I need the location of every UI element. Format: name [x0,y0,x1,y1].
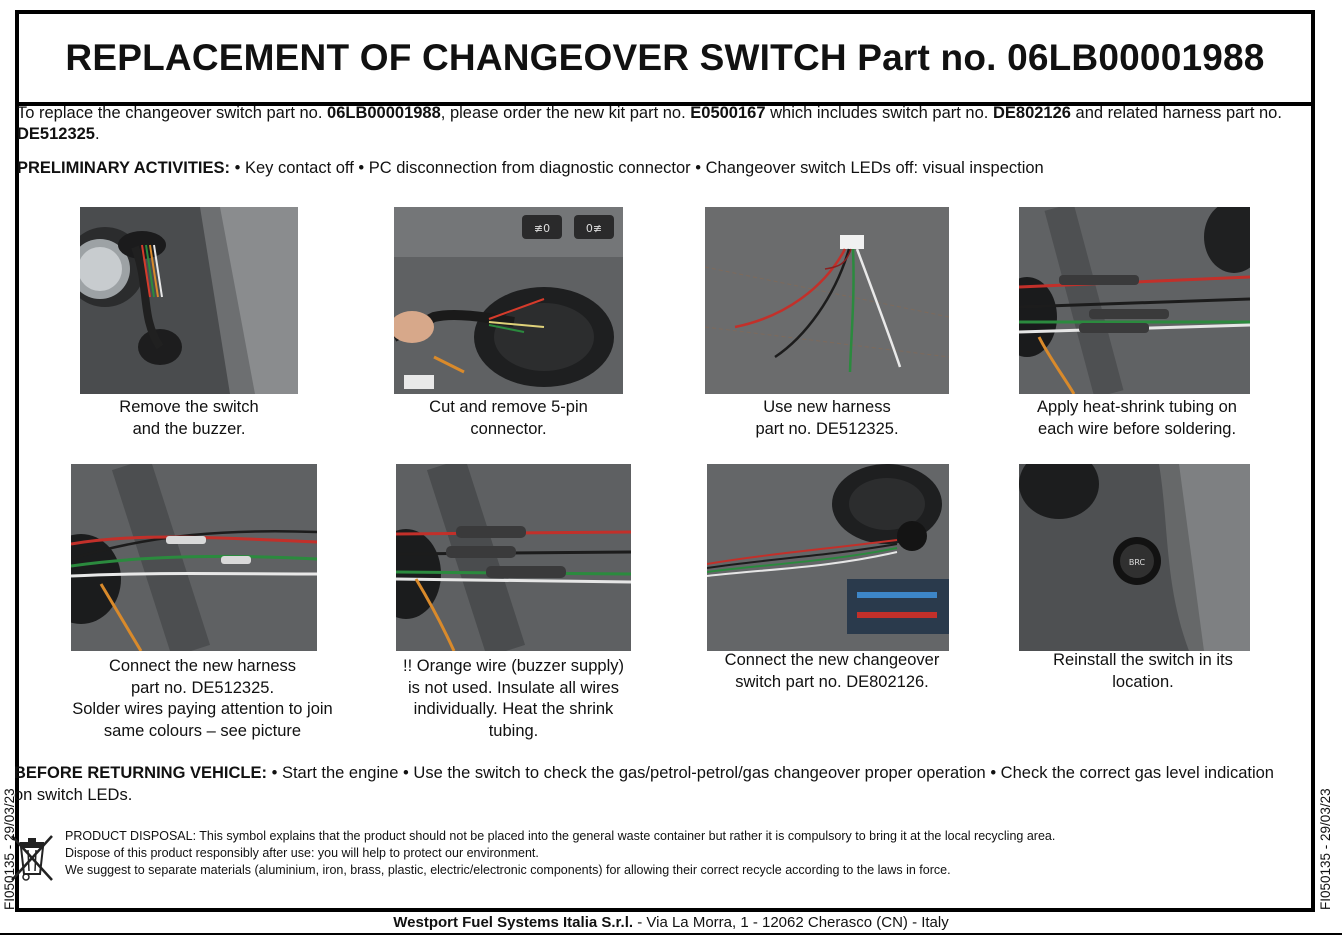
caption-line: part no. DE512325. [755,419,899,438]
disposal-line: We suggest to separate materials (alumin… [65,863,951,877]
step-4-caption: Apply heat-shrink tubing on each wire be… [1019,397,1255,440]
product-disposal: PRODUCT DISPOSAL: This symbol explains t… [8,828,1278,890]
step-2-caption: Cut and remove 5-pin connector. [394,397,623,440]
step-5-caption: Connect the new harness part no. DE51232… [50,656,355,742]
before-label: BEFORE RETURNING VEHICLE: [14,764,268,782]
footer-divider [0,933,1342,935]
step-6-caption: !! Orange wire (buzzer supply) is not us… [376,656,651,742]
caption-line: Cut and remove 5-pin [429,398,588,416]
caption-line: is not used. Insulate all wires [408,678,619,697]
caption-line: tubing. [488,721,539,740]
disposal-line: Dispose of this product responsibly afte… [65,846,539,860]
page-title: REPLACEMENT OF CHANGEOVER SWITCH Part no… [65,37,1265,78]
caption-line: connector. [470,419,547,438]
step-1-photo [80,207,298,394]
disposal-line: PRODUCT DISPOSAL: This symbol explains t… [65,829,1056,843]
brc-logo: BRC [1129,558,1146,567]
intro-text: . [94,125,100,143]
caption-line: same colours – see picture [103,721,302,740]
caption-line: Connect the new harness [108,657,297,675]
intro-text: which includes switch part no. [765,104,993,122]
old-part-number: 06LB00001988 [327,104,441,122]
step-5-photo [71,464,317,651]
disposal-text: PRODUCT DISPOSAL: This symbol explains t… [65,828,1055,879]
caption-line: and the buzzer. [132,419,246,438]
step-3-photo [705,207,949,394]
intro-paragraph: To replace the changeover switch part no… [17,103,1287,145]
caption-line: each wire before soldering. [1037,419,1237,438]
company-address: - Via La Morra, 1 - 12062 Cherasco (CN) … [633,914,949,931]
kit-part-number: E0500167 [690,104,766,122]
company-name: Westport Fuel Systems Italia S.r.l. [393,914,634,931]
intro-text: , please order the new kit part no. [440,104,691,122]
intro-text: and related harness part no. [1070,104,1282,122]
step-1-caption: Remove the switch and the buzzer. [80,397,298,440]
switch-part-number: DE802126 [992,104,1071,122]
step-2-photo: ≢0 0≢ [394,207,623,394]
caption-line: part no. DE512325. [130,678,275,697]
caption-line: location. [1112,672,1174,691]
preliminary-activities: PRELIMINARY ACTIVITIES: • Key contact of… [17,158,1287,179]
harness-part-number: DE512325 [17,125,95,143]
caption-line: Use new harness [763,398,891,416]
footer: Westport Fuel Systems Italia S.r.l. - Vi… [0,913,1342,933]
fog-light-left-symbol: ≢0 [534,222,550,235]
fog-light-right-symbol: 0≢ [586,222,602,235]
crossed-out-bin-icon [11,835,53,881]
step-8-photo: BRC [1019,464,1250,651]
step-3-caption: Use new harness part no. DE512325. [705,397,949,440]
caption-line: switch part no. DE802126. [735,672,929,691]
caption-line: !! Orange wire (buzzer supply) [402,657,624,675]
caption-line: Connect the new changeover [724,651,940,669]
before-text: • Start the engine • Use the switch to c… [14,764,1274,804]
preliminary-label: PRELIMINARY ACTIVITIES: [17,159,230,177]
intro-text: To replace the changeover switch part no… [17,104,328,122]
caption-line: Remove the switch [119,398,259,416]
step-7-photo [707,464,949,651]
preliminary-text: • Key contact off • PC disconnection fro… [230,159,1044,177]
doc-code-right: FI050135 - 29/03/23 [1318,788,1333,910]
caption-line: individually. Heat the shrink [413,700,614,718]
caption-line: Solder wires paying attention to join [72,700,333,718]
step-8-caption: Reinstall the switch in its location. [1013,650,1273,693]
step-4-photo [1019,207,1250,394]
doc-code-left: FI050135 - 29/03/23 [2,788,17,910]
caption-line: Apply heat-shrink tubing on [1037,398,1237,416]
title-box: REPLACEMENT OF CHANGEOVER SWITCH Part no… [19,14,1311,106]
page-frame: REPLACEMENT OF CHANGEOVER SWITCH Part no… [15,10,1315,912]
before-returning-vehicle: BEFORE RETURNING VEHICLE: • Start the en… [14,762,1284,806]
caption-line: Reinstall the switch in its [1053,651,1233,669]
step-7-caption: Connect the new changeover switch part n… [692,650,972,693]
step-6-photo [396,464,631,651]
